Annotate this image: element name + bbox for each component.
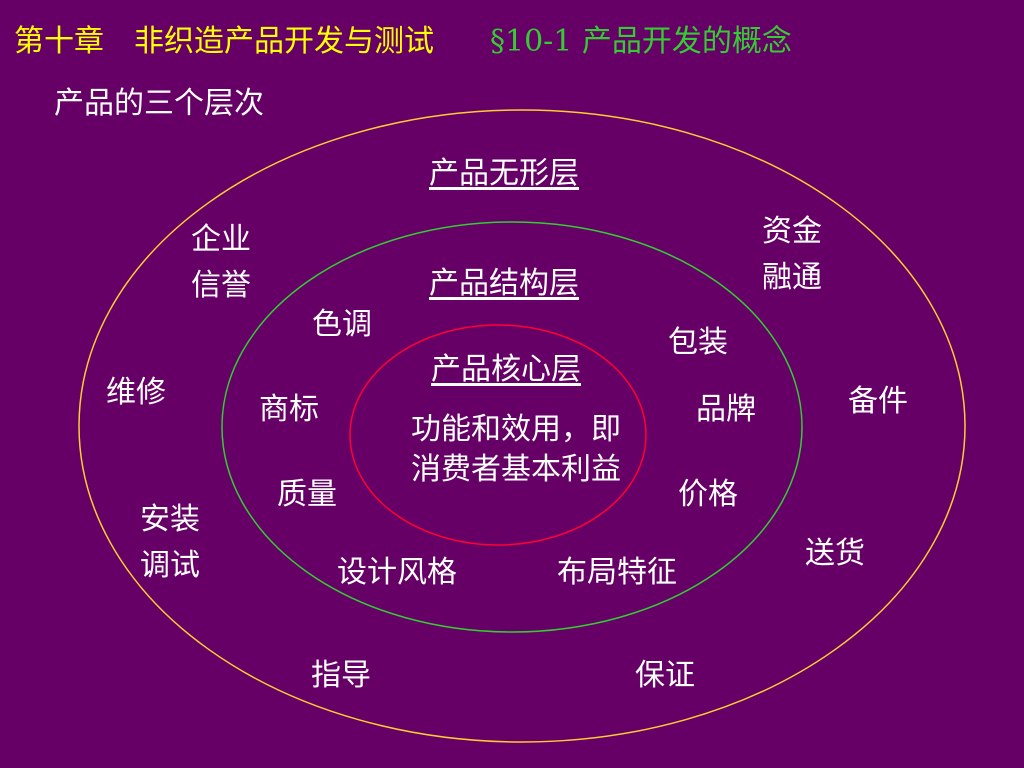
inner-layer-ring bbox=[349, 324, 647, 546]
outer-layer-label: 产品无形层 bbox=[429, 156, 579, 191]
outer-item-repair: 维修 bbox=[106, 375, 166, 410]
outer-item-spare-parts: 备件 bbox=[848, 384, 908, 419]
section-title: §10-1 产品开发的概念 bbox=[490, 24, 792, 59]
core-description-line2: 消费者基本利益 bbox=[411, 452, 621, 487]
slide-subtitle: 产品的三个层次 bbox=[54, 86, 264, 121]
core-layer-description: 功能和效用，即 消费者基本利益 bbox=[386, 410, 646, 490]
credit-line2: 信誉 bbox=[191, 268, 251, 303]
outer-layer-ring bbox=[78, 109, 966, 743]
chapter-title: 第十章 非织造产品开发与测试 bbox=[14, 24, 434, 59]
middle-item-brand: 品牌 bbox=[696, 392, 756, 427]
middle-item-layout-features: 布局特征 bbox=[557, 555, 677, 590]
install-line2: 调试 bbox=[140, 548, 200, 583]
slide-title: 第十章 非织造产品开发与测试 §10-1 产品开发的概念 bbox=[14, 22, 792, 62]
middle-item-price: 价格 bbox=[678, 477, 738, 512]
outer-item-warranty: 保证 bbox=[635, 658, 695, 693]
outer-item-delivery: 送货 bbox=[805, 536, 865, 571]
middle-layer-label: 产品结构层 bbox=[429, 266, 579, 301]
install-line1: 安装 bbox=[140, 502, 200, 537]
credit-line1: 企业 bbox=[191, 222, 251, 257]
middle-item-color-tone: 色调 bbox=[312, 307, 372, 342]
middle-item-packaging: 包装 bbox=[668, 325, 728, 360]
finance-line2: 融通 bbox=[762, 260, 822, 295]
inner-layer-label: 产品核心层 bbox=[431, 352, 581, 387]
outer-item-finance: 资金 融通 bbox=[762, 209, 822, 301]
middle-layer-ring bbox=[221, 221, 803, 633]
middle-item-quality: 质量 bbox=[277, 477, 337, 512]
middle-item-trademark: 商标 bbox=[259, 392, 319, 427]
outer-item-guidance: 指导 bbox=[311, 658, 371, 693]
middle-item-design-style: 设计风格 bbox=[337, 555, 457, 590]
outer-item-credit: 企业 信誉 bbox=[191, 217, 251, 309]
finance-line1: 资金 bbox=[762, 214, 822, 249]
outer-item-install: 安装 调试 bbox=[140, 497, 200, 589]
core-description-line1: 功能和效用，即 bbox=[411, 412, 621, 447]
